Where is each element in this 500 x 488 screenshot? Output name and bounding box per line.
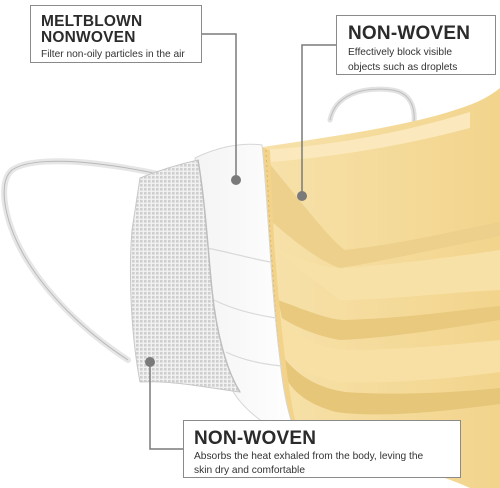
callout-outer-title: NON-WOVEN <box>348 23 471 44</box>
outer-nonwoven-layer <box>238 88 500 488</box>
inner-nonwoven-layer <box>129 159 241 393</box>
callout-outer-description-line2: objects such as droplets <box>348 62 458 74</box>
leader-marker-meltblown-icon <box>231 175 241 185</box>
leader-line-outer <box>301 44 336 196</box>
callout-meltblown-title-line1: MELTBLOWN <box>41 13 143 30</box>
leader-marker-outer-icon <box>297 191 307 201</box>
callout-meltblown-description: Filter non-oily particles in the air <box>41 48 185 60</box>
leader-lines <box>149 33 336 450</box>
leader-marker-inner-icon <box>145 357 155 367</box>
leader-line-inner <box>149 362 183 450</box>
callout-inner-description-line2: skin dry and comfortable <box>194 465 305 477</box>
callout-meltblown: MELTBLOWN NONWOVEN Filter non-oily parti… <box>30 5 202 63</box>
callout-outer-nonwoven: NON-WOVEN Effectively block visible obje… <box>336 15 496 75</box>
callout-inner-description-line1: Absorbs the heat exhaled from the body, … <box>194 450 424 462</box>
callout-meltblown-title-line2: NONWOVEN <box>41 29 136 47</box>
callout-inner-nonwoven: NON-WOVEN Absorbs the heat exhaled from … <box>183 420 461 478</box>
callout-inner-title: NON-WOVEN <box>194 428 317 449</box>
callout-outer-description-line1: Effectively block visible <box>348 46 452 58</box>
leader-line-meltblown <box>202 33 237 180</box>
